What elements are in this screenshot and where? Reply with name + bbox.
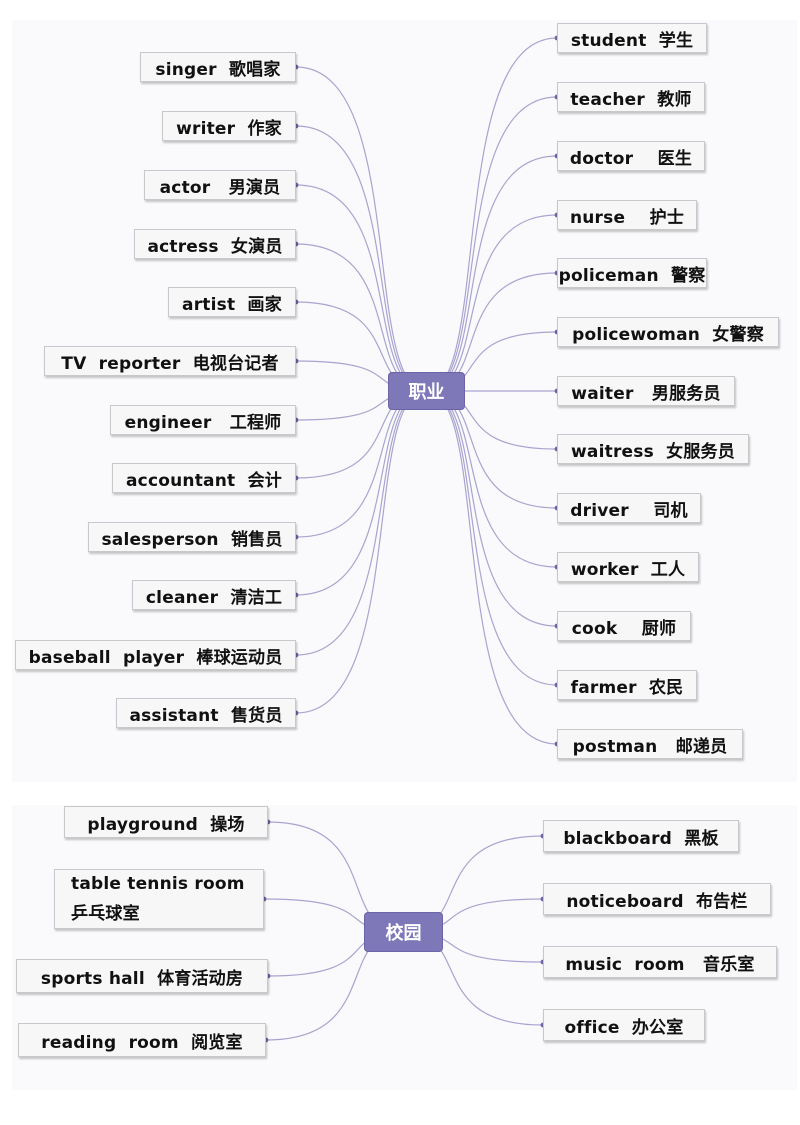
node-occupation-left: assistant 售货员 — [116, 698, 296, 728]
node-occupation-left: writer 作家 — [162, 111, 296, 141]
node-occupation-right: teacher 教师 — [557, 82, 705, 112]
node-campus-left: sports hall 体育活动房 — [16, 959, 268, 993]
node-campus-left: playground 操场 — [64, 806, 268, 838]
node-occupation-right: driver 司机 — [557, 493, 701, 523]
node-campus-left: table tennis room 乒乓球室 — [54, 869, 264, 929]
node-occupation-right: cook 厨师 — [557, 611, 691, 641]
node-occupation-right: waitress 女服务员 — [557, 434, 749, 464]
node-occupation-right: waiter 男服务员 — [557, 376, 735, 406]
node-occupation-left: artist 画家 — [168, 287, 296, 317]
node-occupation-left: singer 歌唱家 — [140, 52, 296, 82]
node-campus-left: reading room 阅览室 — [18, 1023, 266, 1057]
node-occupation-right: postman 邮递员 — [557, 729, 743, 759]
node-occupation-left: engineer 工程师 — [110, 405, 296, 435]
hub-campus: 校园 — [364, 912, 443, 952]
node-occupation-left: salesperson 销售员 — [88, 522, 296, 552]
node-campus-right: noticeboard 布告栏 — [543, 883, 771, 915]
node-occupation-left: cleaner 清洁工 — [132, 580, 296, 610]
node-campus-left-line: table tennis room — [71, 874, 245, 894]
node-occupation-right: student 学生 — [557, 23, 707, 53]
node-occupation-left: baseball player 棒球运动员 — [15, 640, 296, 670]
node-occupation-left: actor 男演员 — [144, 170, 296, 200]
node-occupation-left: accountant 会计 — [112, 463, 296, 493]
node-occupation-right: farmer 农民 — [557, 670, 697, 700]
node-occupation-right: policewoman 女警察 — [557, 317, 779, 347]
node-campus-right: blackboard 黑板 — [543, 820, 739, 852]
node-occupation-right: policeman 警察 — [557, 258, 707, 288]
node-campus-right: office 办公室 — [543, 1009, 705, 1041]
node-campus-left-line: 乒乓球室 — [71, 904, 140, 924]
hub-occupations: 职业 — [388, 372, 465, 410]
node-occupation-right: nurse 护士 — [557, 200, 697, 230]
node-occupation-right: worker 工人 — [557, 552, 699, 582]
node-occupation-right: doctor 医生 — [557, 141, 705, 171]
node-campus-right: music room 音乐室 — [543, 946, 777, 978]
node-occupation-left: actress 女演员 — [134, 229, 296, 259]
node-occupation-left: TV reporter 电视台记者 — [44, 346, 296, 376]
